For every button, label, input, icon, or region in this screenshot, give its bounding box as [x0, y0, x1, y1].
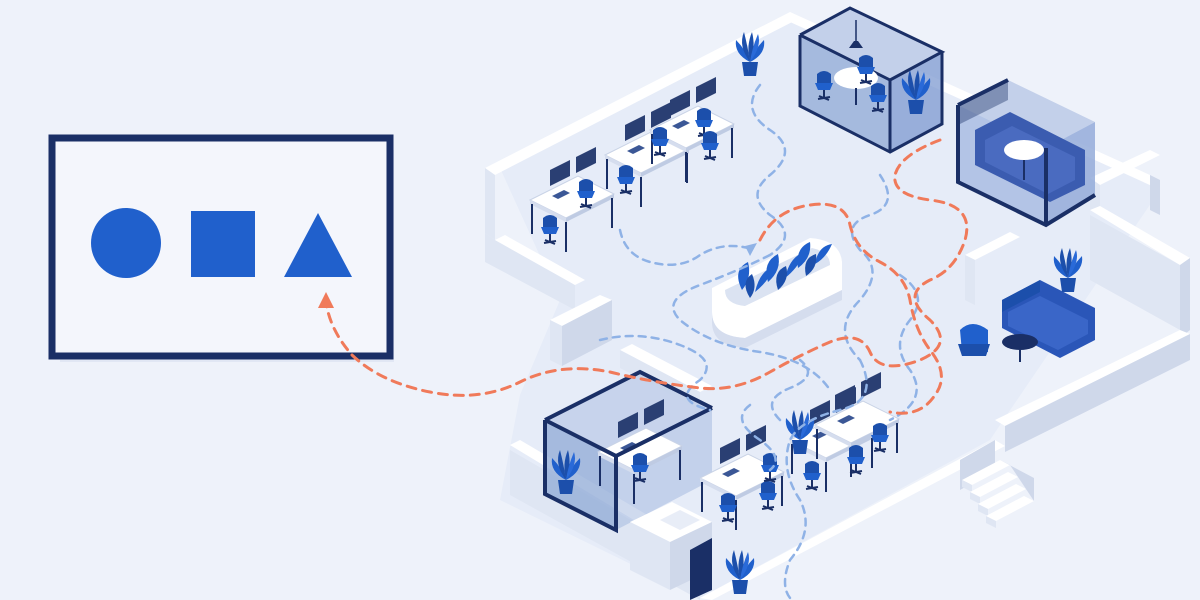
circle-icon [91, 208, 161, 278]
workstations-south [630, 371, 900, 600]
route-arrowhead [318, 292, 334, 308]
planter-island [712, 238, 842, 348]
shape-board [48, 134, 394, 362]
triangle-icon [284, 213, 352, 277]
blue-paths [598, 83, 920, 600]
lounge [958, 248, 1095, 362]
blue-arrowhead [745, 243, 757, 256]
square-icon [191, 211, 255, 277]
booth-room [956, 78, 1097, 228]
orange-route [324, 138, 969, 415]
stairs [962, 460, 1034, 528]
glass-office [543, 369, 713, 534]
meeting-room-glass [798, 6, 946, 154]
